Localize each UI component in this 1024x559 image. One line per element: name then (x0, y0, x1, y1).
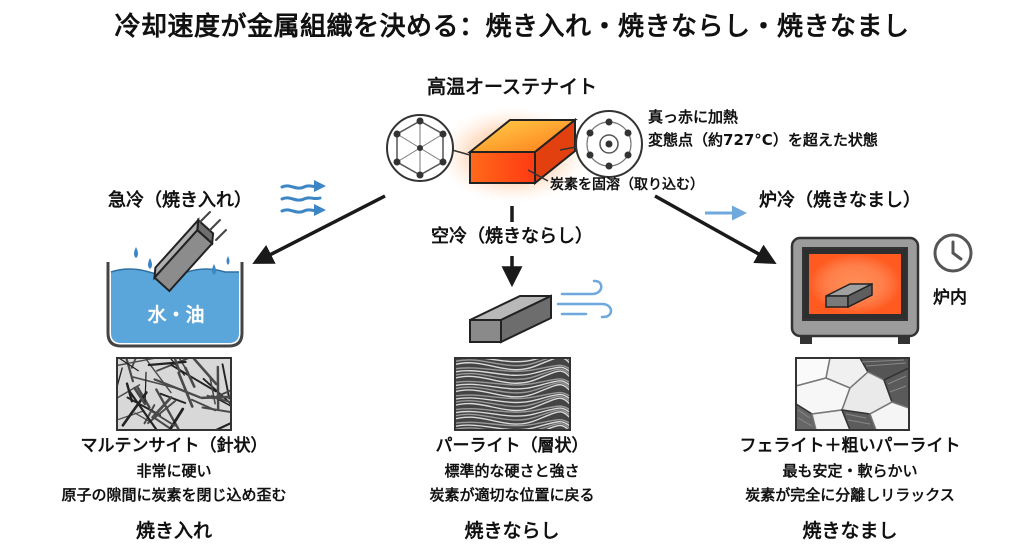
normalizing-process-name: 焼きならし (464, 520, 560, 542)
heating-note: 真っ赤に加熱 (648, 108, 739, 126)
martensite-desc-2: 原子の隙間に炭素を閉じ込め歪む (61, 486, 287, 504)
ferrite-pearlite-structure-image (795, 357, 910, 431)
quench-tank-icon (106, 211, 244, 348)
ferrite-desc-2: 炭素が完全に分離しリラックス (745, 486, 955, 504)
hot-bar-icon (438, 107, 588, 203)
clock-icon (933, 233, 973, 273)
arrow-to-quench (252, 194, 386, 264)
furnace-inside-label: 炉内 (933, 288, 967, 308)
pearlite-desc-1: 標準的な硬さと強さ (444, 462, 580, 480)
carbon-note-leader (527, 169, 549, 182)
annealing-process-name: 焼きなまし (802, 520, 898, 542)
rapid-cooling-icon (280, 180, 326, 216)
austenite-label: 高温オーステナイト (426, 76, 598, 98)
quench-medium-label: 水・油 (147, 304, 205, 326)
pearlite-desc-2: 炭素が適切な位置に戻る (429, 486, 595, 504)
carbon-solution-note: 炭素を固溶（取り込む） (550, 177, 704, 193)
furnace-icon (790, 236, 920, 344)
martensite-desc-1: 非常に硬い (136, 462, 212, 480)
arrow-to-furnace (654, 194, 777, 265)
air-flow-icon (556, 279, 613, 319)
quench-branch-label: 急冷（焼き入れ） (108, 190, 252, 211)
transformation-note: 変態点（約727°C）を超えた状態 (648, 131, 878, 149)
air-cooled-bar-icon (469, 294, 552, 344)
pearlite-label: パーライト（層状） (435, 436, 589, 456)
ferrite-pearlite-label: フェライト＋粗いパーライト (739, 436, 961, 456)
air-branch-label: 空冷（焼きならし） (431, 226, 593, 247)
ferrite-desc-1: 最も安定・軟らかい (782, 462, 918, 480)
quench-process-name: 焼き入れ (135, 520, 212, 542)
austenite-lattice-left-icon (386, 114, 471, 182)
pearlite-structure-image (454, 357, 571, 431)
page-title: 冷却速度が金属組織を決める：焼き入れ・焼きならし・焼きなまし (114, 12, 910, 42)
martensite-label: マルテンサイト（針状） (80, 436, 268, 456)
furnace-branch-label: 炉冷（焼きなまし） (759, 190, 921, 211)
martensite-structure-image (116, 357, 232, 431)
austenite-lattice-right-icon (559, 110, 643, 178)
